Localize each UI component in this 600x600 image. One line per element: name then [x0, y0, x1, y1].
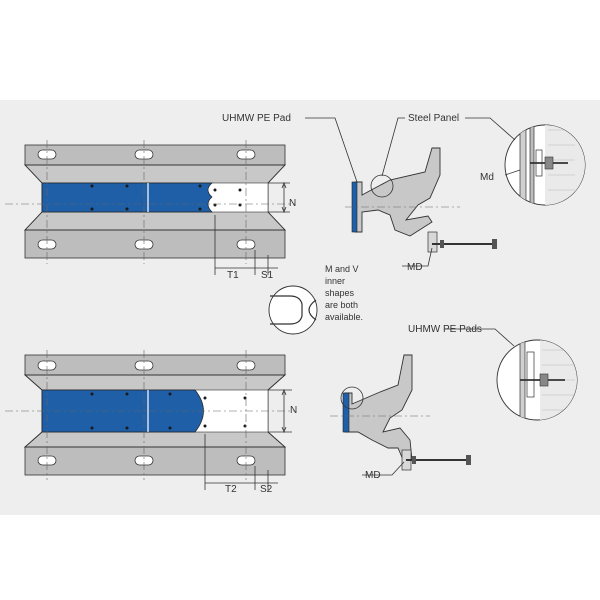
bottom-chamfer-lines	[24, 374, 286, 448]
shape-note-line-1: M and V	[325, 264, 359, 274]
side-view-top	[345, 147, 497, 253]
front-view-bottom: N T2 S2	[5, 350, 297, 495]
label-uhmw-pe-pads: UHMW PE Pads	[408, 324, 482, 335]
top-chamfer-lines	[24, 164, 286, 231]
bottom-centerlines	[5, 350, 295, 480]
bottom-detail-marker	[340, 386, 364, 410]
top-pad-bolts	[90, 184, 242, 211]
top-centerlines	[5, 140, 295, 264]
bottom-side-uhmw-pad	[342, 392, 350, 433]
dim-n-top-label: N	[289, 198, 296, 209]
label-md-detail: Md	[480, 172, 494, 183]
bottom-dimension-t2-s2	[204, 434, 278, 490]
top-dimension-t1-s1	[214, 215, 278, 275]
bottom-anchor-bolt	[401, 449, 471, 471]
shape-note-line-3: shapes	[325, 288, 355, 298]
shape-note: M and V inner shapes are both available.	[325, 264, 363, 322]
bottom-pad-bolts	[90, 392, 247, 430]
shape-note-line-2: inner	[325, 276, 345, 286]
dim-s2-label: S2	[260, 484, 273, 495]
front-view-top: N T1 S1	[5, 140, 296, 281]
shape-note-line-5: available.	[325, 312, 363, 322]
dim-n-bottom-label: N	[290, 405, 297, 416]
top-anchor-bolt	[427, 231, 497, 253]
shape-note-line-4: are both	[325, 300, 358, 310]
top-fender-profile	[354, 147, 441, 237]
label-md-top: MD	[407, 262, 423, 273]
bottom-slot-holes	[37, 360, 256, 466]
side-view-bottom	[330, 354, 471, 471]
top-uhmw-pad	[41, 182, 213, 213]
dim-t1-label: T1	[227, 270, 239, 281]
label-steel-panel: Steel Panel	[408, 113, 459, 124]
leader-lines	[305, 117, 521, 476]
dim-t2-label: T2	[225, 484, 237, 495]
label-md-bottom: MD	[365, 470, 381, 481]
label-uhmw-pe-pad: UHMW PE Pad	[222, 113, 291, 124]
top-dimension-n	[268, 181, 290, 214]
bottom-fender-profile	[344, 354, 413, 463]
bottom-dimension-n	[268, 388, 292, 434]
detail-circle-top	[504, 124, 586, 206]
dim-s1-label: S1	[261, 270, 274, 281]
inner-shape-detail	[268, 285, 318, 335]
